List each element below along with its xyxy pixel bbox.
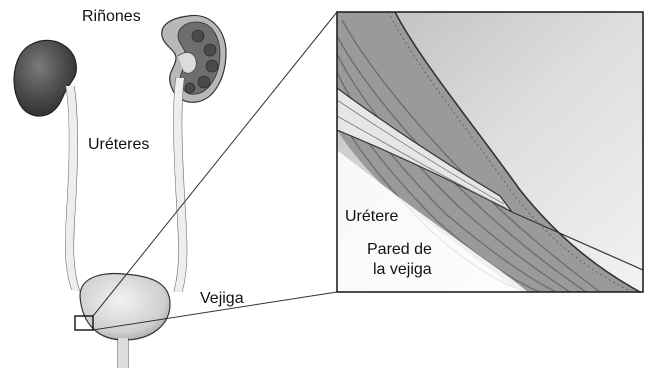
label-inset-wall-line2: la vejiga [373, 260, 432, 279]
label-kidneys: Riñones [82, 8, 141, 26]
left-kidney [14, 40, 76, 116]
label-ureters: Uréteres [88, 136, 149, 154]
label-inset-wall-line1: Pared de [367, 240, 432, 259]
ureter-fill [66, 78, 187, 292]
label-bladder: Vejiga [200, 290, 244, 308]
ureters [66, 78, 187, 292]
right-kidney [162, 15, 226, 102]
label-inset-ureter: Urétere [345, 207, 398, 226]
